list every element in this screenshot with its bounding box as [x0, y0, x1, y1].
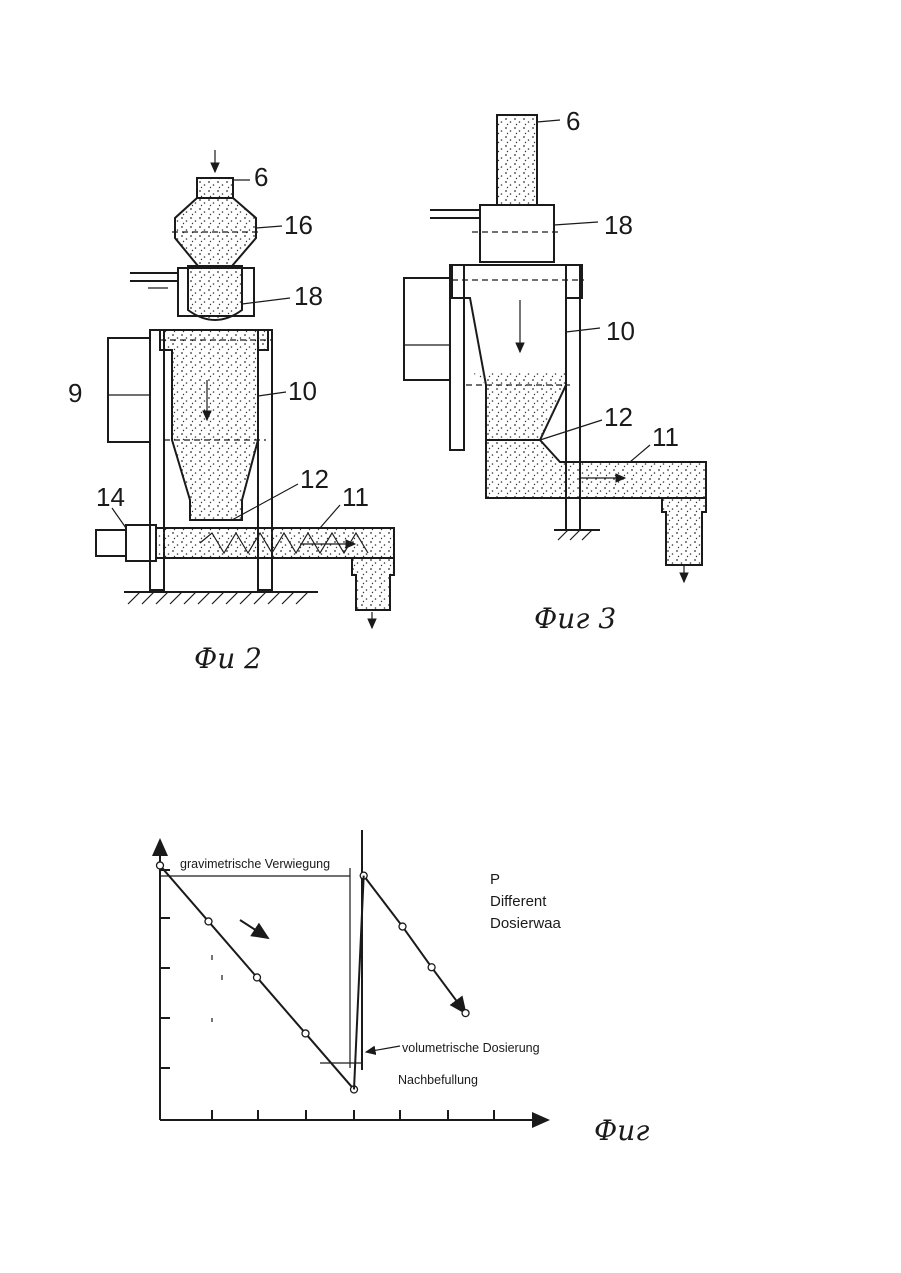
label-18: 18	[604, 210, 633, 240]
figure-3: 6 18 10 12 11 Фиг 3	[404, 106, 706, 635]
annotation-gravimetric: gravimetrische Verwiegung	[180, 857, 330, 871]
inlet-pipe	[197, 178, 233, 198]
label-9: 9	[68, 378, 82, 408]
legend-line-2: Different	[490, 893, 547, 910]
legend-line-1: P	[490, 871, 500, 888]
label-6: 6	[566, 106, 580, 136]
figure-4-caption: Фиг	[594, 1114, 649, 1147]
series-1-point-2	[205, 918, 212, 925]
label-11: 11	[652, 422, 679, 452]
series-2-point-4	[462, 1010, 469, 1017]
series-2-point-2	[399, 923, 406, 930]
screw-conveyor	[156, 528, 394, 558]
chart-series	[157, 862, 470, 1093]
series-1-point-3	[254, 974, 261, 981]
annotation-volumetric: volumetrische Dosierung	[402, 1041, 540, 1055]
motor	[96, 530, 126, 556]
main-container	[160, 330, 268, 520]
label-6: 6	[254, 162, 268, 192]
label-14: 14	[96, 482, 125, 512]
weighing-cell	[404, 278, 450, 380]
figure-3-caption: Фиг 3	[534, 602, 616, 635]
annotation-refill: Nachbefullung	[398, 1073, 478, 1087]
figure-2: 6 16 18 9 10 14 12 11 Фи 2	[68, 150, 394, 675]
label-10: 10	[288, 376, 317, 406]
label-12: 12	[604, 402, 633, 432]
inlet-pipe	[497, 115, 537, 205]
series-1-point-4	[302, 1030, 309, 1037]
label-11: 11	[342, 482, 369, 512]
series-2-line	[364, 876, 466, 1013]
label-12: 12	[300, 464, 329, 494]
figure-2-caption: Фи 2	[194, 642, 262, 675]
figure-4-chart: gravimetrische Verwiegung volumetrische …	[157, 830, 650, 1147]
label-10: 10	[606, 316, 635, 346]
weighing-cell	[108, 338, 150, 442]
series-2-point-3	[428, 964, 435, 971]
label-16: 16	[284, 210, 313, 240]
legend-line-3: Dosierwaa	[490, 915, 562, 932]
series-1-point-1	[157, 862, 164, 869]
label-18: 18	[294, 281, 323, 311]
